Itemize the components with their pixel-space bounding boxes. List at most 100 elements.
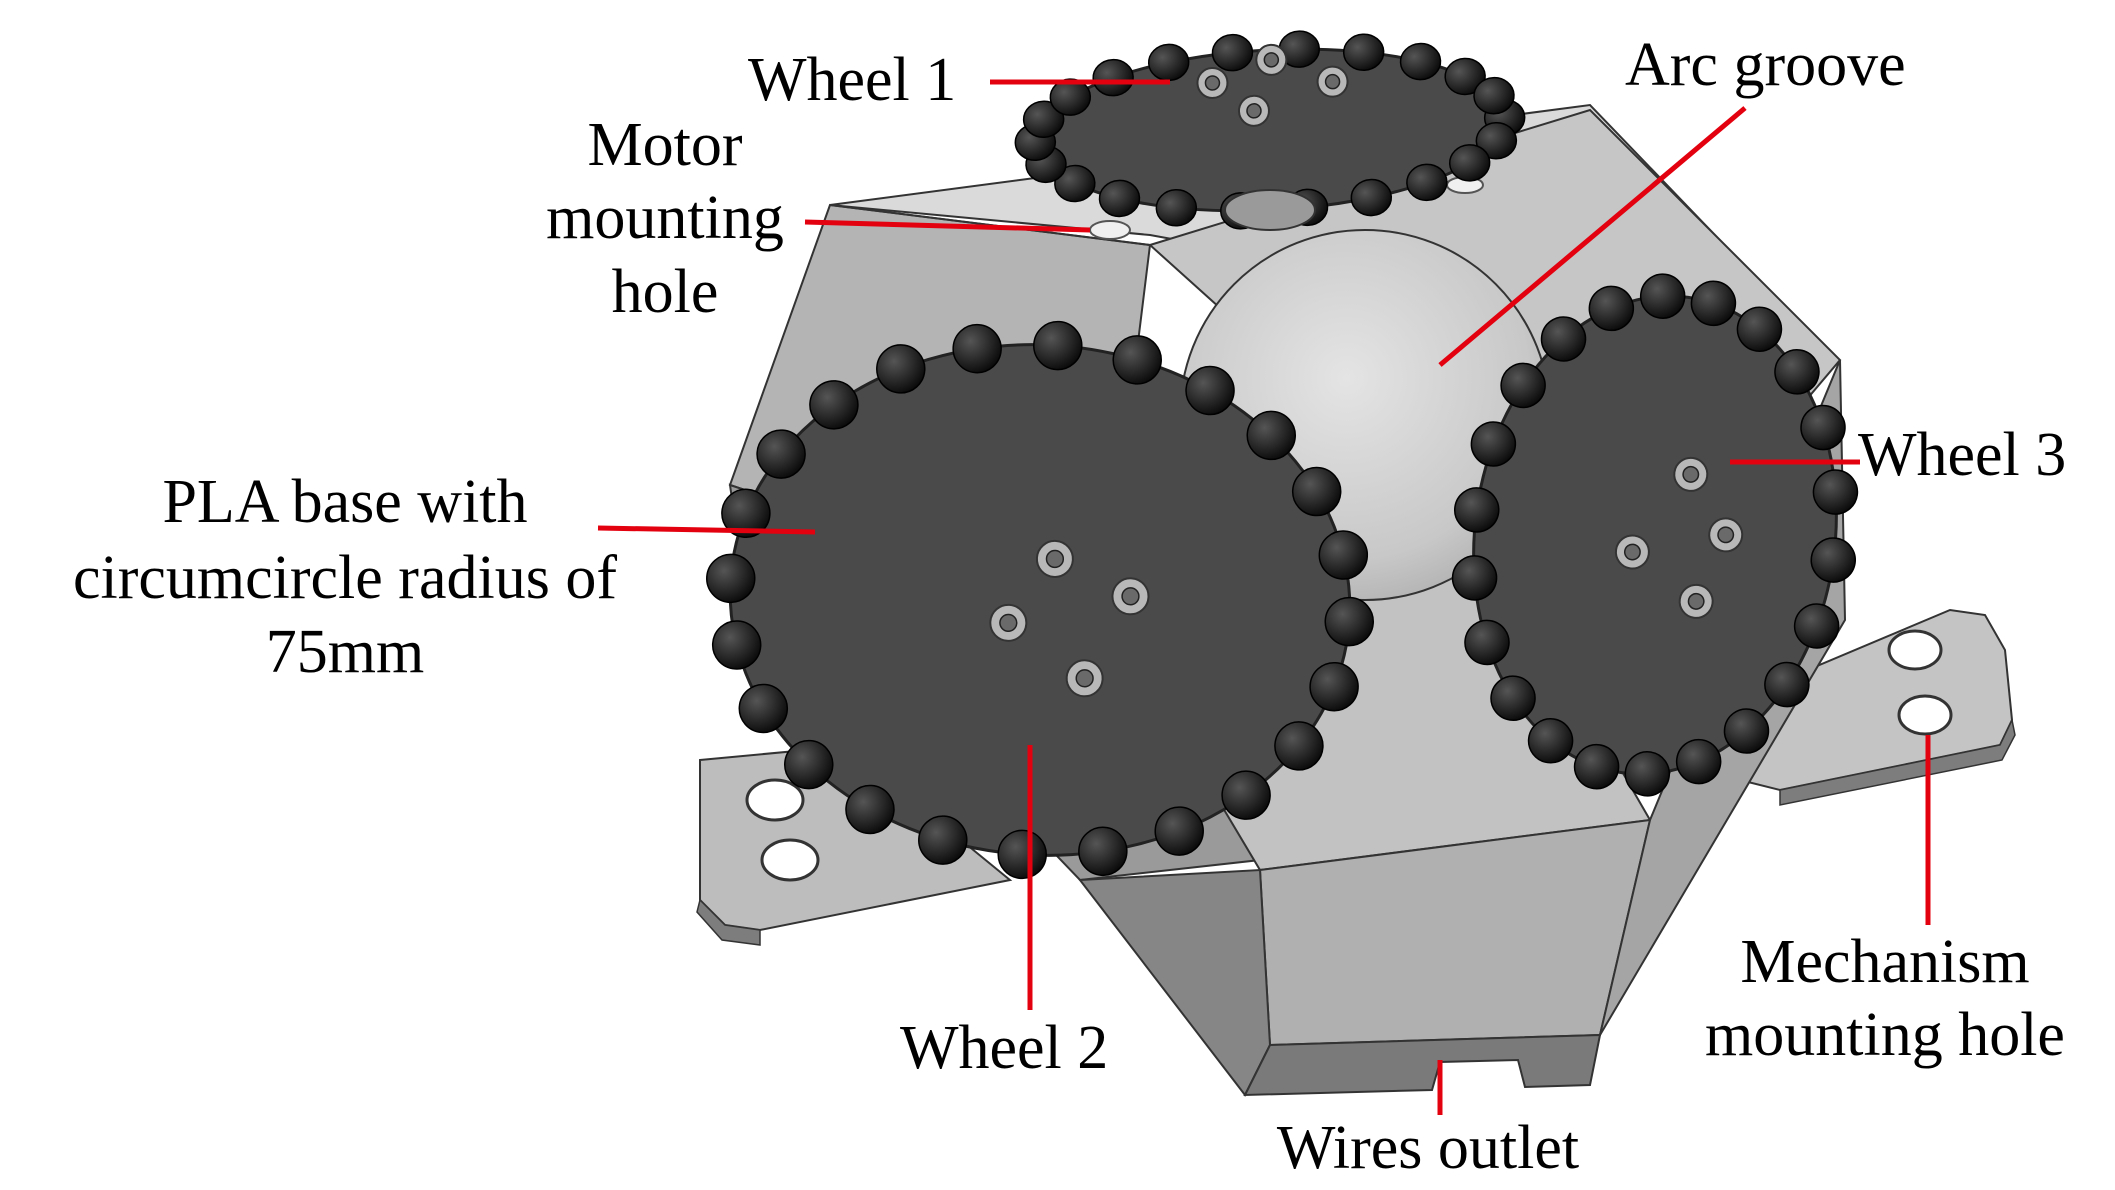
label-base-2: circumcircle radius of <box>73 544 617 612</box>
roller <box>845 784 895 835</box>
bolt <box>1687 592 1705 610</box>
roller <box>1764 661 1810 708</box>
wheel3-assembly <box>1451 273 1859 797</box>
bolt <box>1045 549 1065 569</box>
bolt <box>999 613 1018 632</box>
tab-hole <box>1887 629 1943 671</box>
label-mechanism-hole-2: mounting hole <box>1705 1001 2065 1069</box>
roller <box>711 620 762 670</box>
roller <box>706 553 756 604</box>
bolt <box>1075 669 1094 688</box>
roller <box>721 488 771 539</box>
leader-arc-groove <box>1438 106 1747 367</box>
roller <box>1274 721 1324 771</box>
roller <box>1639 273 1686 319</box>
label-arc-groove: Arc groove <box>1625 31 1906 99</box>
tab-hole <box>760 838 820 882</box>
roller <box>1800 404 1846 451</box>
roller <box>1399 42 1442 81</box>
roller <box>738 683 789 734</box>
roller <box>1736 306 1783 352</box>
label-motor-hole-3: hole <box>612 258 719 326</box>
roller <box>997 829 1047 880</box>
wheel-2 <box>706 320 1374 880</box>
leader-lines <box>597 79 1931 1115</box>
roller <box>1033 320 1083 371</box>
motor-hub <box>1224 189 1316 231</box>
roller <box>1473 76 1515 115</box>
label-base-1: PLA base with <box>162 468 527 536</box>
roller <box>1500 362 1546 409</box>
roller <box>1810 537 1856 583</box>
roller <box>809 380 859 430</box>
roller <box>1774 349 1820 395</box>
label-wires-outlet: Wires outlet <box>1277 1114 1579 1182</box>
roller <box>1588 285 1635 332</box>
roller <box>1527 718 1574 764</box>
label-wheel-1: Wheel 1 <box>748 46 956 114</box>
wheel1-assembly <box>1014 30 1526 230</box>
roller <box>1318 530 1369 580</box>
roller <box>1812 469 1859 515</box>
wheel2-assembly <box>706 320 1374 880</box>
roller <box>1690 280 1737 327</box>
roller <box>1221 770 1271 820</box>
wheel-3 <box>1451 273 1859 797</box>
roller <box>1350 178 1393 217</box>
leader-motor-hole <box>804 219 1091 233</box>
roller <box>1624 751 1671 797</box>
roller <box>1022 100 1065 139</box>
roller <box>1309 661 1359 712</box>
roller <box>1291 466 1342 517</box>
roller <box>756 429 806 479</box>
roller <box>952 323 1002 374</box>
roller <box>1454 487 1500 533</box>
label-wheel-3: Wheel 3 <box>1858 421 2066 489</box>
roller <box>1324 596 1374 647</box>
label-motor-hole-2: mounting <box>546 184 784 252</box>
motor-mounting-hole <box>1089 220 1131 240</box>
wheel-1 <box>1014 30 1526 231</box>
bolt <box>1204 75 1221 91</box>
roller <box>1540 316 1587 362</box>
label-base-3: 75mm <box>266 618 424 686</box>
roller <box>1112 335 1162 385</box>
roller <box>1444 57 1486 96</box>
roller <box>1078 826 1128 877</box>
roller <box>1092 58 1134 97</box>
leader-pla-base <box>597 525 816 535</box>
roller <box>1723 708 1770 754</box>
bolt <box>1324 73 1341 90</box>
roller <box>1451 555 1498 601</box>
roller <box>1054 164 1096 203</box>
roller <box>1049 78 1092 116</box>
roller <box>1573 743 1620 790</box>
roller <box>1675 738 1722 785</box>
roller <box>1342 33 1385 71</box>
roller <box>1246 410 1296 461</box>
tab-hole <box>1897 694 1953 736</box>
label-mechanism-hole-1: Mechanism <box>1740 928 2029 996</box>
roller <box>918 815 968 865</box>
roller <box>876 344 926 394</box>
roller <box>1211 33 1254 72</box>
bolt <box>1682 465 1700 483</box>
bolt <box>1121 587 1140 606</box>
tab-hole <box>745 778 805 822</box>
bolt <box>1246 103 1262 119</box>
bolt <box>1717 526 1735 544</box>
roller <box>1155 189 1198 227</box>
roller <box>1448 144 1491 182</box>
roller <box>1490 675 1536 721</box>
wires-outlet-notch <box>1243 1033 1602 1097</box>
roller <box>1470 421 1517 467</box>
roller <box>1793 603 1840 649</box>
roller <box>1475 121 1518 160</box>
label-wheel-2: Wheel 2 <box>900 1014 1108 1082</box>
roller <box>1098 179 1141 218</box>
roller <box>1406 163 1448 202</box>
label-motor-hole-1: Motor <box>588 111 743 179</box>
roller <box>1154 806 1204 856</box>
roller <box>784 739 834 790</box>
